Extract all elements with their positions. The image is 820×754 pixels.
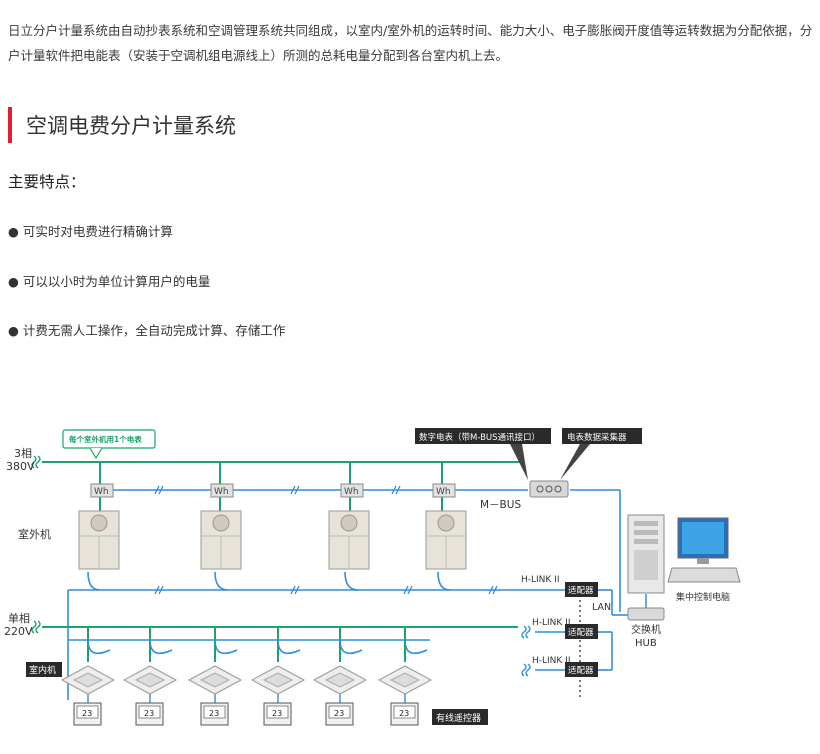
svg-text:23: 23 [399, 709, 409, 718]
svg-text:23: 23 [144, 709, 154, 718]
adapter: 适配器 [565, 624, 598, 639]
outdoor-unit [200, 510, 242, 570]
line-break-marks [154, 485, 498, 595]
svg-text:适配器: 适配器 [568, 665, 594, 676]
svg-text:每个室外机用1个电表: 每个室外机用1个电表 [69, 434, 142, 444]
bullet-icon: ● [8, 274, 19, 289]
wired-remote: 23 [390, 702, 419, 726]
svg-text:适配器: 适配器 [568, 585, 594, 596]
lan-label: LAN [592, 602, 611, 613]
callout-collector: 电表数据采集器 [560, 428, 642, 480]
svg-text:有线遥控器: 有线遥控器 [436, 712, 481, 724]
section-accent-bar [8, 107, 12, 143]
feature-text: 计费无需人工操作，全自动完成计算、存储工作 [22, 323, 286, 338]
svg-text:23: 23 [209, 709, 219, 718]
power-bus-1phase [42, 626, 518, 662]
section-header: 空调电费分户计量系统 [8, 106, 236, 144]
wired-remote: 23 [200, 702, 229, 726]
pc-monitor [667, 517, 741, 583]
indoor-unit-label: 室内机 [26, 662, 62, 677]
switch-sublabel: HUB [635, 638, 657, 649]
energy-meter: Wh [432, 483, 456, 498]
indoor-unit [377, 665, 433, 695]
indoor-unit [312, 665, 368, 695]
wired-remote: 23 [73, 702, 102, 726]
wired-remote: 23 [325, 702, 354, 726]
pc-tower [627, 514, 665, 594]
energy-meter: Wh [340, 483, 364, 498]
svg-text:Wh: Wh [344, 487, 359, 497]
intro-paragraph: 日立分户计量系统由自动抄表系统和空调管理系统共同组成，以室内/室外机的运转时间、… [8, 23, 813, 63]
energy-meter: Wh [210, 483, 234, 498]
bullet-icon: ● [8, 323, 19, 338]
svg-text:23: 23 [334, 709, 344, 718]
switch-label: 交换机 [631, 623, 661, 636]
section-title: 空调电费分户计量系统 [26, 114, 236, 138]
energy-meter: Wh [90, 483, 114, 498]
power-3phase-label: 3相 [14, 447, 32, 460]
wired-remote: 23 [135, 702, 164, 726]
power-source-icon [31, 455, 41, 634]
feature-item: ●可实时对电费进行精确计算 [8, 221, 173, 240]
callout-digital-meter: 数字电表（带M-BUS通讯接口） [415, 428, 551, 480]
feature-text: 可以以小时为单位计算用户的电量 [22, 274, 211, 289]
remote-lines [87, 693, 406, 703]
pc-label: 集中控制电脑 [676, 591, 730, 603]
power-1phase-label: 单相 [8, 612, 30, 625]
feature-item: ●计费无需人工操作，全自动完成计算、存储工作 [8, 320, 285, 339]
indoor-unit [60, 665, 116, 695]
svg-text:23: 23 [272, 709, 282, 718]
wired-remote: 23 [263, 702, 292, 726]
svg-text:室内机: 室内机 [29, 664, 56, 676]
svg-text:Wh: Wh [436, 487, 451, 497]
svg-text:适配器: 适配器 [568, 627, 594, 638]
svg-text:电表数据采集器: 电表数据采集器 [567, 432, 627, 443]
power-1phase-voltage: 220V [4, 625, 33, 638]
network-switch [627, 594, 665, 621]
svg-text:Wh: Wh [214, 487, 229, 497]
bullet-icon: ● [8, 224, 19, 239]
outdoor-unit [328, 510, 370, 570]
svg-text:23: 23 [82, 709, 92, 718]
power-3phase-voltage: 380V [6, 460, 35, 473]
hlink-label: H-LINK II [532, 618, 571, 628]
data-collector-device [529, 480, 569, 498]
system-diagram: 3相 380V 单相 220V 每个室外机用1个电表 Wh Wh Wh Wh 数… [4, 428, 741, 726]
power-bus-3phase [42, 461, 520, 512]
hlink-squiggle-icon [521, 625, 531, 677]
adapter: 适配器 [565, 662, 598, 677]
adapter: 适配器 [565, 582, 598, 597]
hlink-label: H-LINK II [521, 575, 560, 585]
indoor-unit [187, 665, 243, 695]
features-heading: 主要特点： [8, 173, 86, 191]
svg-text:Wh: Wh [94, 487, 109, 497]
indoor-unit [250, 665, 306, 695]
outdoor-unit-label: 室外机 [18, 527, 51, 541]
svg-text:数字电表（带M-BUS通讯接口）: 数字电表（带M-BUS通讯接口） [419, 432, 540, 443]
feature-text: 可实时对电费进行精确计算 [22, 224, 173, 239]
hlink-lines [67, 571, 628, 700]
remote-label: 有线遥控器 [432, 709, 488, 725]
mbus-label: M－BUS [480, 499, 521, 511]
callout-meter-per-unit: 每个室外机用1个电表 [62, 429, 156, 460]
indoor-unit [122, 665, 178, 695]
outdoor-unit [425, 510, 467, 570]
hlink-label: H-LINK II [532, 656, 571, 666]
feature-item: ●可以以小时为单位计算用户的电量 [8, 271, 210, 290]
mbus-line [112, 489, 621, 612]
outdoor-unit [78, 510, 120, 570]
